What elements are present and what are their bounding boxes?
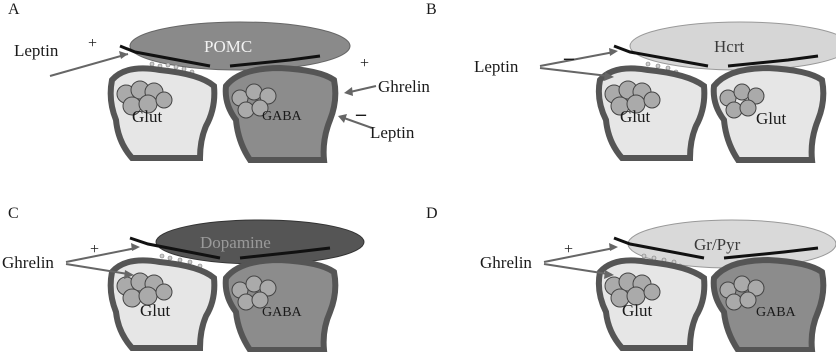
left-cell-label: Glut: [132, 108, 162, 125]
input-label: Leptin: [14, 42, 58, 59]
right-cell-label: GABA: [262, 110, 302, 124]
panel-letter: A: [8, 2, 20, 18]
input-sign: –: [564, 48, 574, 68]
input-sign: +: [90, 242, 99, 258]
panel-letter: C: [8, 206, 19, 222]
top-neuron-label: POMC: [204, 38, 252, 55]
input-sign: +: [88, 36, 97, 52]
panel-a: A POMC Glut GABA Leptin + Ghrelin + Lept…: [0, 0, 418, 176]
right-cell-label: GABA: [262, 306, 302, 320]
input-label: Leptin: [474, 58, 518, 75]
right-cell-label: Glut: [756, 110, 786, 127]
left-cell-label: Glut: [622, 302, 652, 319]
panel-b: B Hcrt Glut Glut Leptin –: [418, 0, 836, 176]
input-sign: +: [360, 56, 369, 72]
right-cell-label: GABA: [756, 306, 796, 320]
synapse-diagram: [418, 0, 836, 176]
left-cell-label: Glut: [140, 302, 170, 319]
panel-c: C Dopamine Glut GABA Ghrelin +: [0, 176, 418, 352]
top-neuron-label: Dopamine: [200, 234, 271, 251]
input-sign: +: [564, 242, 573, 258]
panel-d: D Gr/Pyr Glut GABA Ghrelin +: [418, 176, 836, 352]
top-neuron-label: Gr/Pyr: [694, 236, 740, 253]
panel-letter: B: [426, 2, 437, 18]
ghrelin-arrow: [350, 86, 376, 92]
left-cell-label: Glut: [620, 108, 650, 125]
input-sign: –: [356, 104, 366, 124]
leptin-arrow: [540, 52, 614, 66]
panel-letter: D: [426, 206, 438, 222]
synapse-diagram: [0, 0, 418, 176]
input-label: Ghrelin: [2, 254, 54, 271]
top-neuron-label: Hcrt: [714, 38, 744, 55]
synapse-diagram: [0, 176, 418, 352]
ghrelin-arrow: [544, 248, 614, 262]
input-label: Leptin: [370, 124, 414, 141]
input-label: Ghrelin: [480, 254, 532, 271]
